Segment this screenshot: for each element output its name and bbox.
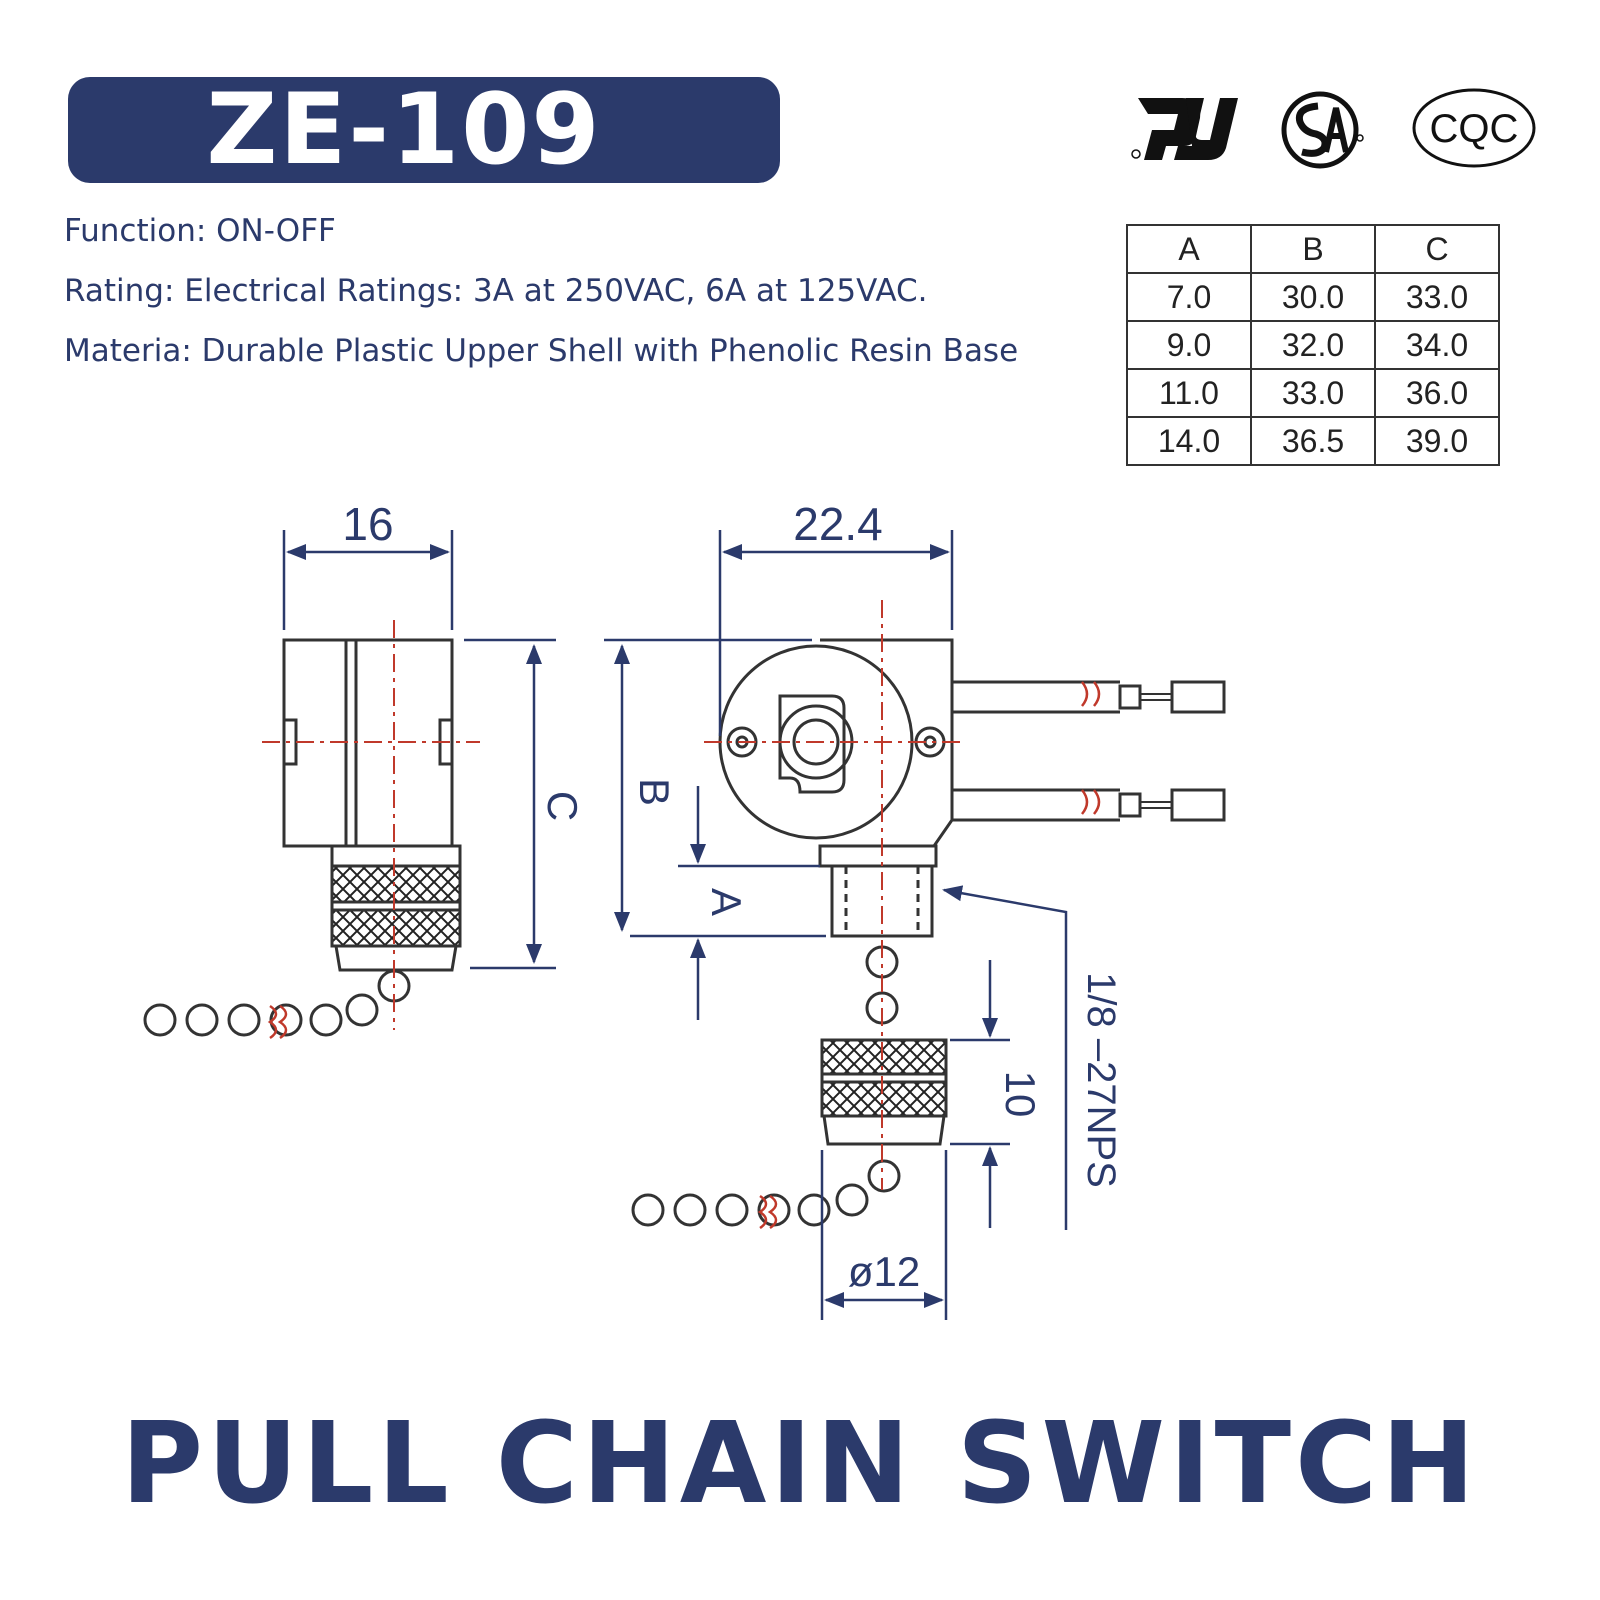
- dim-knob-height: 10: [997, 1071, 1044, 1118]
- table-cell: 36.0: [1374, 368, 1500, 418]
- dim-knob-diameter: ø12: [848, 1248, 920, 1295]
- table-cell: 33.0: [1374, 272, 1500, 322]
- front-view: [631, 638, 1226, 1230]
- table-cell: 14.0: [1126, 416, 1252, 466]
- certification-marks: CQC: [1131, 88, 1536, 169]
- table-cell: 36.5: [1250, 416, 1376, 466]
- ul-mark-icon: [1131, 98, 1238, 160]
- model-banner: ZE-109: [68, 77, 780, 183]
- table-cell: 11.0: [1126, 368, 1252, 418]
- table-cell: 34.0: [1374, 320, 1500, 370]
- table-cell: 32.0: [1250, 320, 1376, 370]
- spec-material: Materia: Durable Plastic Upper Shell wit…: [64, 333, 1019, 369]
- side-centerlines: [262, 620, 480, 1030]
- cqc-mark-icon: CQC: [1412, 88, 1536, 168]
- table-row: 9.0 32.0 34.0: [1126, 320, 1500, 370]
- label-a: A: [703, 888, 750, 916]
- thread-spec: 1/8 –27NPS: [1079, 972, 1123, 1188]
- technical-drawing: 16 C: [143, 498, 1226, 1320]
- table-cell: 30.0: [1250, 272, 1376, 322]
- spec-rating: Rating: Electrical Ratings: 3A at 250VAC…: [64, 273, 928, 309]
- table-row: 14.0 36.5 39.0: [1126, 416, 1500, 466]
- csa-mark-icon: [1281, 91, 1364, 169]
- label-c: C: [539, 791, 586, 821]
- table-cell: 39.0: [1374, 416, 1500, 466]
- spec-function: Function: ON-OFF: [64, 213, 336, 249]
- front-centerlines: [704, 600, 964, 1190]
- side-view: [143, 638, 462, 1040]
- dimension-table: A B C 7.0 30.0 33.0 9.0 32.0 34.0 11.0 3…: [1126, 224, 1500, 466]
- table-header-a: A: [1126, 224, 1252, 274]
- table-header-row: A B C: [1126, 224, 1500, 274]
- table-header-c: C: [1374, 224, 1500, 274]
- dim-width-front: 22.4: [793, 498, 883, 550]
- product-title: PULL CHAIN SWITCH: [121, 1399, 1479, 1529]
- table-cell: 7.0: [1126, 272, 1252, 322]
- table-cell: 9.0: [1126, 320, 1252, 370]
- front-dimensions: [604, 530, 1068, 1320]
- model-number: ZE-109: [206, 73, 602, 187]
- side-dimensions: [282, 530, 556, 970]
- label-b: B: [631, 778, 678, 806]
- table-header-b: B: [1250, 224, 1376, 274]
- table-row: 11.0 33.0 36.0: [1126, 368, 1500, 418]
- table-row: 7.0 30.0 33.0: [1126, 272, 1500, 322]
- table-cell: 33.0: [1250, 368, 1376, 418]
- cqc-label: CQC: [1430, 107, 1519, 151]
- dim-width-side: 16: [342, 498, 393, 550]
